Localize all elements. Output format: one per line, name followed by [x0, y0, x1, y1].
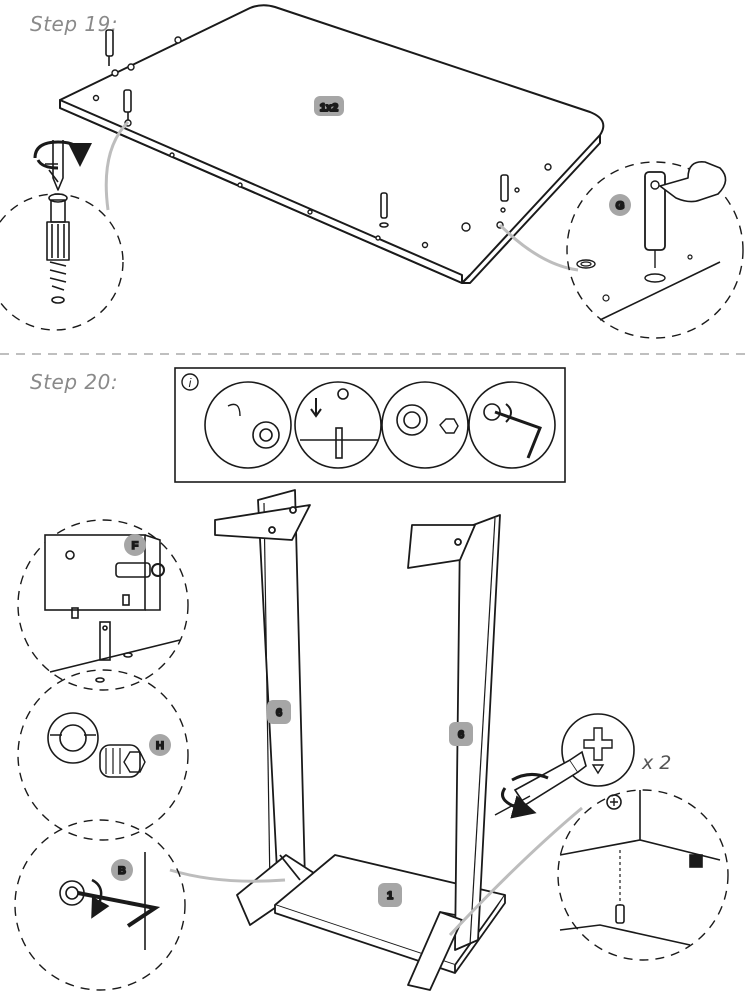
step-19-panel: 1x2 [0, 4, 744, 339]
right-leg-badge: 6 [458, 729, 464, 741]
screwdriver-screw-detail [494, 713, 635, 819]
info-icon-letter: i [189, 376, 192, 390]
screwdriver-icon [45, 140, 64, 191]
callout-badge-h: H [156, 740, 164, 752]
left-leg-badge: 6 [276, 707, 282, 719]
info-panel: i [174, 367, 566, 483]
callout-badge-b: B [118, 865, 126, 877]
base-badge: 1 [387, 890, 393, 902]
callout-handle-g: G [498, 161, 744, 339]
callout-badge-g: G [616, 200, 625, 212]
step-19-label: Step 19: [30, 12, 119, 36]
step-20-label: Step 20: [30, 370, 119, 394]
pointing-hand-icon [659, 161, 727, 203]
board-badge: 1x2 [320, 102, 338, 114]
callout-badge-f: F [132, 540, 139, 552]
callout-underside [557, 789, 729, 961]
info-icon [181, 373, 199, 391]
callout-f: F [17, 519, 189, 691]
rotate-arrow-icon [33, 140, 92, 170]
callout-h: H [17, 669, 189, 841]
allen-key-b-icon [77, 891, 161, 928]
quantity-label: x 2 [642, 752, 672, 774]
right-leg-frame: 6 [407, 514, 501, 991]
tabletop-board: 1x2 [59, 4, 605, 284]
callout-cam-bolt [0, 120, 130, 331]
left-leg-frame: 6 [214, 489, 321, 926]
callout-leaders [169, 806, 583, 937]
arrow-down-icon [310, 398, 322, 418]
cam-bolt-detail [46, 193, 70, 304]
cam-bolts-on-board [105, 29, 509, 228]
callout-b: B [14, 819, 186, 991]
